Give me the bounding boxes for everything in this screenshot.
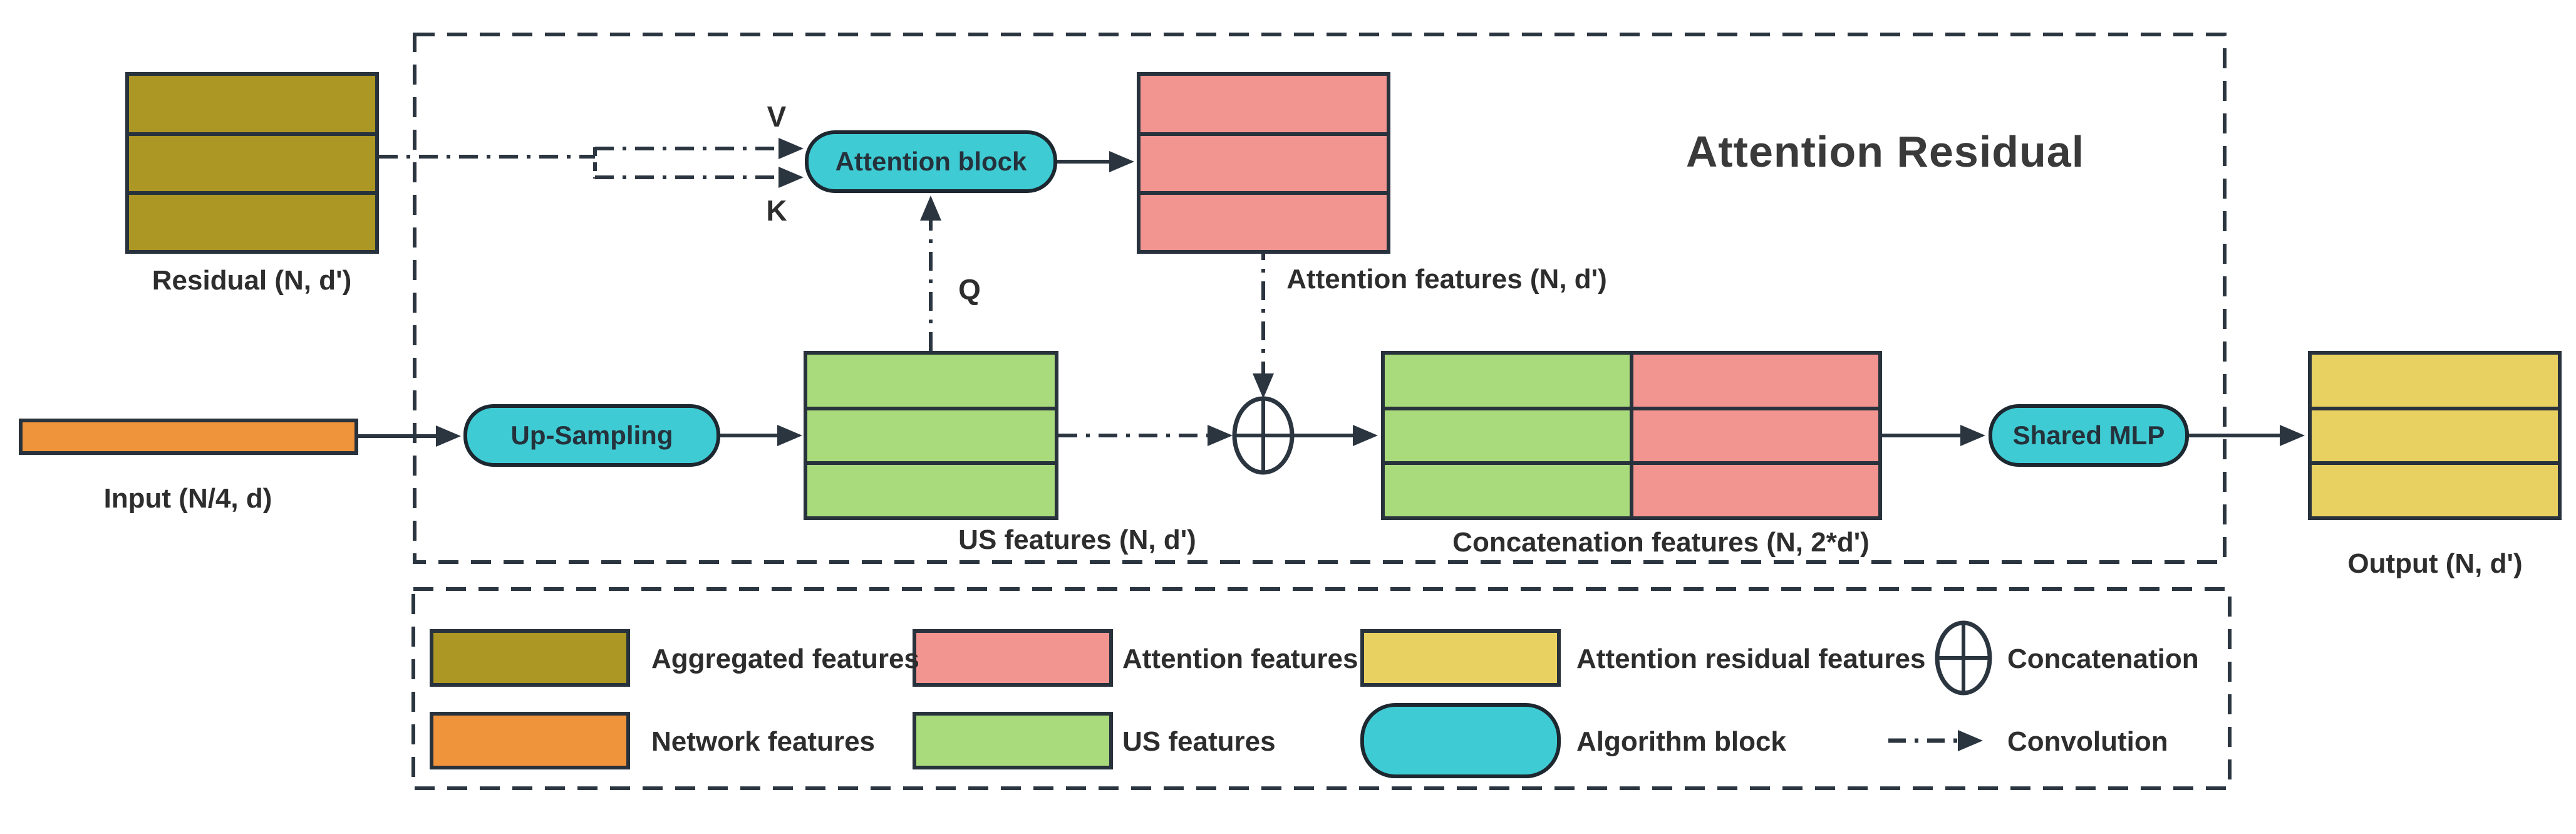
concatenation-features-label: Concatenation features (N, 2*d') (1452, 527, 1870, 558)
us-features-block (804, 351, 1058, 520)
legend-label-us: US features (1122, 726, 1276, 757)
row-divider (1385, 461, 1878, 465)
row-divider (129, 191, 375, 195)
legend-label-attention: Attention features (1122, 644, 1358, 674)
output-features-block (2308, 351, 2562, 520)
legend-label-network: Network features (651, 726, 876, 757)
attention-residual-dashed-box (413, 33, 2227, 564)
row-divider (2312, 407, 2558, 410)
legend-label-concatenation: Concatenation (2007, 644, 2199, 674)
legend-label-aggregated: Aggregated features (651, 644, 919, 674)
row-divider (1141, 132, 1387, 136)
attention-features-label: Attention features (N, d') (1286, 264, 1607, 295)
concatenation-icon (1232, 396, 1295, 475)
legend-label-algorithm-block: Algorithm block (1576, 726, 1786, 757)
legend-swatch-us (913, 712, 1113, 769)
attention-block-label: Attention block (835, 147, 1027, 176)
concatenation-features-block (1381, 351, 1882, 520)
legend-swatch-network (430, 712, 630, 769)
concat-pink-half (1632, 355, 1878, 516)
row-divider (129, 132, 375, 136)
legend-label-attention-residual: Attention residual features (1576, 644, 1926, 674)
concat-green-half (1385, 355, 1632, 516)
legend-label-convolution: Convolution (2007, 726, 2168, 757)
port-v-label: V (767, 100, 787, 133)
diagram-title: Attention Residual (1685, 127, 2085, 176)
attention-block-pill: Attention block (805, 130, 1057, 193)
col-divider (1630, 355, 1633, 516)
shared-mlp-label: Shared MLP (2012, 420, 2165, 450)
legend-swatch-algorithm-block (1360, 703, 1561, 778)
upsampling-label: Up-Sampling (510, 420, 673, 450)
legend-concatenation-icon (1935, 620, 1992, 696)
us-features-label: US features (N, d') (958, 524, 1196, 555)
legend-swatch-attention-residual (1360, 629, 1561, 687)
row-divider (807, 461, 1055, 465)
output-label: Output (N, d') (2347, 548, 2523, 579)
input-features-bar (19, 419, 358, 455)
port-q-label: Q (958, 273, 981, 306)
port-k-label: K (766, 194, 787, 227)
attention-features-block (1137, 72, 1390, 254)
residual-features-block (125, 72, 379, 254)
legend-swatch-attention (913, 629, 1113, 687)
row-divider (2312, 461, 2558, 465)
legend-swatch-aggregated (430, 629, 630, 687)
input-label: Input (N/4, d) (103, 483, 272, 514)
shared-mlp-pill: Shared MLP (1989, 404, 2189, 467)
row-divider (1141, 191, 1387, 195)
upsampling-pill: Up-Sampling (463, 404, 720, 467)
residual-label: Residual (N, d') (152, 265, 352, 296)
row-divider (807, 407, 1055, 410)
row-divider (1385, 407, 1878, 410)
